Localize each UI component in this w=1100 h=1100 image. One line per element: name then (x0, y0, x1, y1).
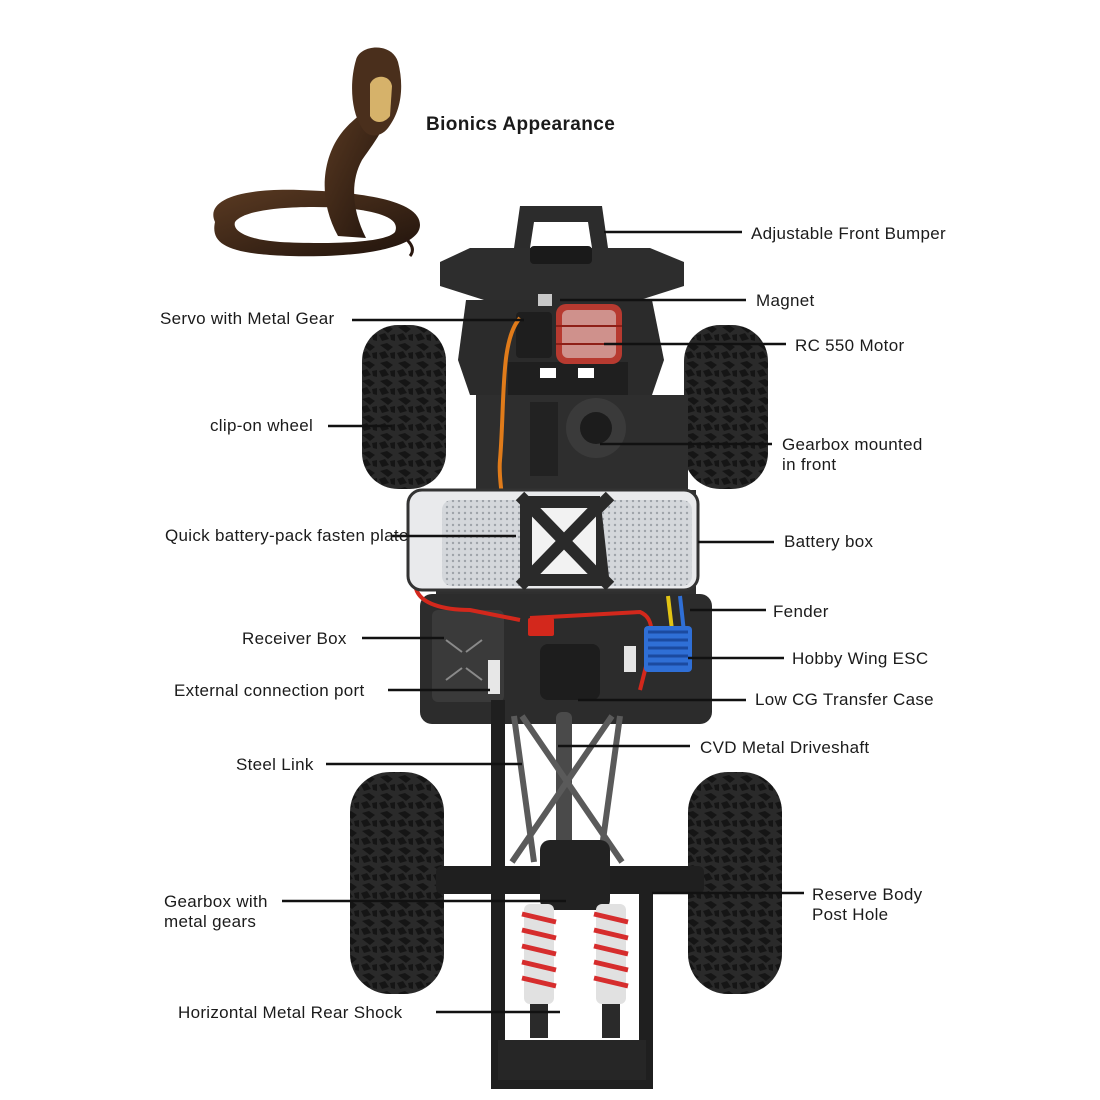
label-body-post-line1: Reserve Body (812, 885, 923, 904)
hobby-wing-esc (624, 626, 692, 672)
rear-shock-right (593, 904, 629, 1038)
label-rear-shock: Horizontal Metal Rear Shock (178, 1003, 403, 1022)
deans-connector (528, 618, 554, 636)
rear-axle (436, 840, 704, 910)
label-gearbox-front: Gearbox mounted in front (782, 435, 923, 475)
esc-wire-yellow (666, 595, 674, 631)
label-front-bumper: Adjustable Front Bumper (751, 224, 946, 243)
label-gearbox-metal-line1: Gearbox with (164, 892, 268, 911)
rear-shock-left (521, 904, 557, 1038)
label-servo: Servo with Metal Gear (160, 309, 335, 328)
rear-crossmember (498, 1040, 646, 1080)
label-body-post-line2: Post Hole (812, 905, 889, 924)
label-receiver: Receiver Box (242, 629, 347, 648)
label-esc: Hobby Wing ESC (792, 649, 929, 668)
label-body-post: Reserve Body Post Hole (812, 885, 922, 925)
front-bumper (440, 206, 684, 300)
label-wheel: clip-on wheel (210, 416, 314, 435)
magnet (538, 294, 552, 306)
label-battery-plate: Quick battery-pack fasten plate (165, 526, 409, 545)
rear-left-tire (350, 772, 444, 994)
front-left-tire (362, 325, 446, 489)
label-steel-link: Steel Link (236, 755, 314, 774)
rc-550-motor (556, 304, 622, 364)
label-battery-box: Battery box (784, 532, 874, 551)
transfer-case (540, 644, 600, 700)
label-driveshaft: CVD Metal Driveshaft (700, 738, 870, 757)
steel-links (509, 714, 625, 864)
front-gearbox (530, 398, 626, 476)
servo (516, 312, 552, 358)
callout-lines (282, 230, 804, 1014)
label-port: External connection port (174, 681, 365, 700)
label-gearbox-front-line2: in front (782, 455, 837, 474)
front-right-tire (684, 325, 768, 489)
label-gearbox-metal: Gearbox with metal gears (164, 892, 268, 932)
label-motor: RC 550 Motor (795, 336, 905, 355)
diagram-title: Bionics Appearance (426, 114, 616, 135)
label-gearbox-front-line1: Gearbox mounted (782, 435, 923, 454)
label-gearbox-metal-line2: metal gears (164, 912, 257, 931)
label-magnet: Magnet (756, 291, 815, 310)
rear-frame (491, 700, 653, 1089)
rear-right-tire (688, 772, 782, 994)
battery-box (406, 488, 700, 592)
connection-port (488, 660, 500, 694)
label-transfer: Low CG Transfer Case (755, 690, 934, 709)
label-fender: Fender (773, 602, 829, 621)
cobra-image (213, 47, 420, 257)
